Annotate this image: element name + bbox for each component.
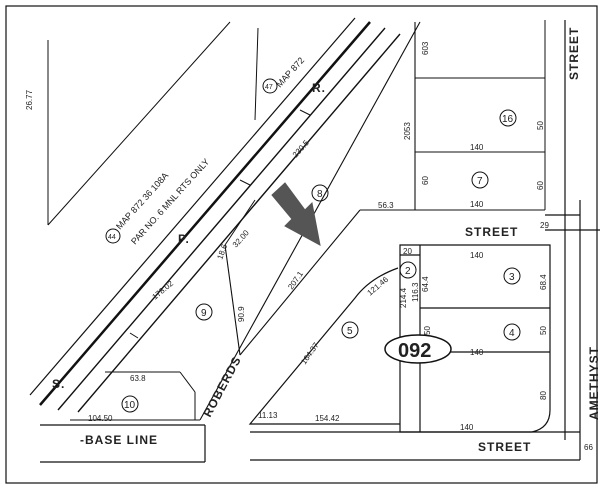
street-lines: [40, 20, 600, 463]
dim-64-4: 64.4: [421, 276, 430, 292]
circle-44: [105, 228, 121, 244]
parcel-circles: [121, 109, 521, 413]
dim-66: 66: [584, 443, 593, 452]
dim-29: 29: [540, 221, 549, 230]
dim-178-02: 178.02: [151, 279, 176, 302]
dim-154-42: 154.42: [315, 414, 340, 423]
dim-140c: 140: [470, 251, 484, 260]
page-id: 092: [398, 340, 431, 362]
dim-90-9: 90.9: [237, 306, 246, 322]
dim-80: 80: [539, 391, 548, 400]
parcel-2: 2: [405, 266, 411, 277]
dim-104-50: 104.50: [88, 414, 113, 423]
dim-2053: 2053: [403, 122, 412, 140]
street-base-line: -BASE LINE: [80, 433, 158, 447]
dim-11-13: 11.13: [258, 411, 278, 420]
dim-50b: 50: [423, 326, 432, 335]
right-parcel-lines: [415, 20, 546, 210]
circle-47: [262, 78, 278, 94]
dim-63-8: 63.8: [130, 374, 146, 383]
street-bottom: STREET: [478, 440, 531, 454]
dim-50a: 50: [536, 121, 545, 130]
dim-140b: 140: [470, 200, 484, 209]
dim-164-37: 164.37: [299, 340, 321, 366]
street-top-right: STREET: [567, 27, 581, 80]
parcel-16: 16: [502, 114, 514, 125]
railroad: [29, 17, 401, 413]
direction-arrow-icon: [271, 182, 321, 246]
rail-label-s: S.: [52, 377, 65, 391]
circle-44-label: 44: [108, 234, 116, 241]
parcel-5: 5: [347, 326, 353, 337]
parcel-9: 9: [201, 308, 207, 319]
map-frame: [5, 5, 598, 484]
street-roberds: ROBERDS: [200, 354, 244, 420]
street-mid: STREET: [465, 225, 518, 239]
dim-60a: 60: [421, 176, 430, 185]
dim-50c: 50: [539, 326, 548, 335]
parcel-10: 10: [124, 400, 136, 411]
street-amethyst: AMETHYST: [587, 346, 601, 420]
left-parcel-lines: [47, 21, 259, 246]
parcel-7: 7: [477, 176, 483, 187]
dim-214-4: 214.4: [399, 287, 408, 308]
dim-140a: 140: [470, 143, 484, 152]
dim-603: 603: [421, 41, 430, 55]
dim-20: 20: [403, 247, 412, 256]
dim-140e: 140: [460, 423, 474, 432]
parcel-3: 3: [509, 272, 515, 283]
page-id-oval: [384, 334, 452, 364]
rail-label-p: P.: [178, 232, 190, 246]
note-map-ref-1: MAP 872: [274, 55, 306, 89]
dim-116-3: 116.3: [411, 282, 420, 302]
note-map-ref-2: MAP 872 36 108A: [114, 170, 170, 231]
dim-140d: 140: [470, 348, 484, 357]
parcel-8: 8: [317, 189, 323, 200]
circle-47-label: 47: [265, 84, 273, 91]
railroad-ties: [129, 109, 311, 339]
dim-68-4: 68.4: [539, 274, 548, 290]
parcel-10-lines: [70, 371, 200, 421]
center-parcel-lines: [199, 21, 545, 421]
rail-label-r: R.: [312, 81, 326, 95]
parcel-4: 4: [509, 328, 515, 339]
dim-56-3: 56.3: [378, 201, 394, 210]
dim-26-77: 26.77: [25, 89, 34, 110]
dim-60b: 60: [536, 181, 545, 190]
